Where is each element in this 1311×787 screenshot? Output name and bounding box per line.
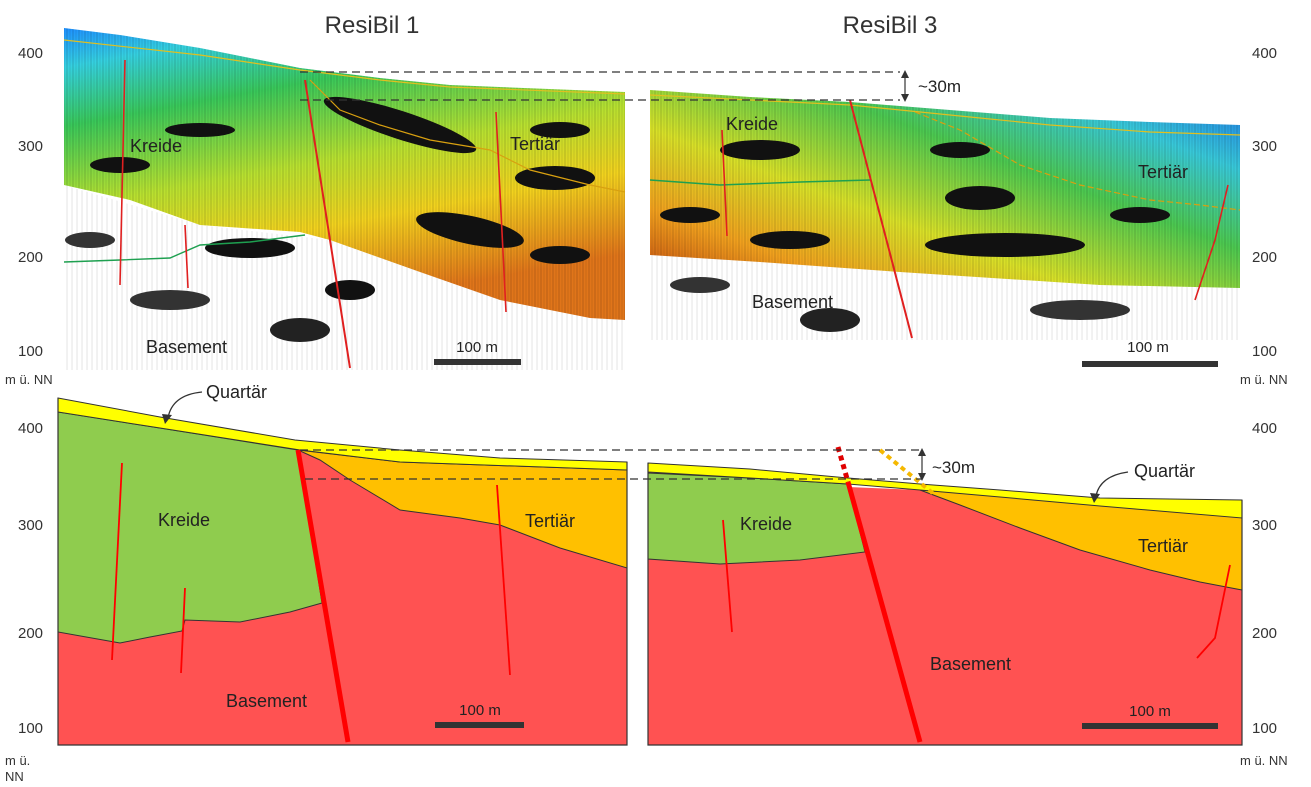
- seismic-offset-marker: ~30m: [300, 70, 961, 102]
- seismic-right-label-tertiar: Tertiär: [1138, 162, 1188, 182]
- geology-axis-unit-right: m ü. NN: [1240, 753, 1288, 768]
- seismic-left-top-horizon: [63, 39, 626, 95]
- geology-right-fault-dashed-red: [835, 446, 851, 483]
- seismic-left-reflectors: [65, 96, 595, 342]
- geology-panel-left: Kreide Tertiär Basement 100 m Quartär: [57, 382, 628, 746]
- seismic-right-fault-1: [721, 129, 728, 237]
- geology-y-axis-left: 400 300 200 100 m ü. NN: [5, 420, 43, 784]
- geology-axis-unit-left-2: NN: [5, 769, 24, 784]
- seismic-right-scale-label: 100 m: [1127, 339, 1169, 356]
- seismic-title-left: ResiBil 1: [325, 12, 420, 39]
- geology-right-label-quartar: Quartär: [1134, 461, 1195, 481]
- seismic-left-basement-area: [64, 185, 625, 370]
- seismic-left-scale-label: 100 m: [456, 339, 498, 356]
- seismic-y-axis-left: 400 300 200 100 m ü. NN: [5, 45, 53, 387]
- geology-left-scale-label: 100 m: [459, 702, 501, 719]
- geology-right-fault-dashed-orange: [878, 448, 937, 497]
- geology-right-label-basement: Basement: [930, 654, 1011, 674]
- seismic-tick-400-right: 400: [1252, 45, 1277, 62]
- geology-right-scale-bar: [1082, 723, 1218, 729]
- seismic-left-label-basement: Basement: [146, 337, 227, 357]
- geology-tick-100-right: 100: [1252, 720, 1277, 737]
- geology-tick-200-right: 200: [1252, 625, 1277, 642]
- seismic-right-reflectors: [660, 140, 1170, 332]
- seismic-left-fault-2: [184, 224, 189, 289]
- geology-left-fault-2: [180, 587, 186, 674]
- geology-tick-100-left: 100: [18, 720, 43, 737]
- geology-right-fault-2: [1196, 564, 1231, 659]
- seismic-tick-100-left: 100: [18, 343, 43, 360]
- geology-y-axis-right: 400 300 200 100 m ü. NN: [1240, 420, 1288, 768]
- seismic-tick-200-right: 200: [1252, 249, 1277, 266]
- geology-tick-300-right: 300: [1252, 517, 1277, 534]
- seismic-right-label-basement: Basement: [752, 292, 833, 312]
- geology-tick-300-left: 300: [18, 517, 43, 534]
- seismic-left-scale-bar: [434, 359, 521, 365]
- geology-left-fault-main: [295, 449, 351, 743]
- geology-right-scale-label: 100 m: [1129, 703, 1171, 720]
- geology-left-label-tertiar: Tertiär: [525, 511, 575, 531]
- geology-tick-200-left: 200: [18, 625, 43, 642]
- seismic-right-scale-bar: [1082, 361, 1218, 367]
- seismic-right-fault-2: [1194, 184, 1229, 301]
- seismic-right-fault-main: [849, 99, 913, 339]
- geology-offset-label: ~30m: [932, 458, 975, 477]
- geology-right-fault-1: [722, 519, 733, 633]
- seismic-left-label-tertiar: Tertiär: [510, 134, 560, 154]
- seismic-right-green-horizon: [649, 179, 871, 186]
- seismic-panel-left: Kreide Tertiär Basement 100 m: [63, 28, 626, 370]
- geology-left-label-kreide: Kreide: [158, 510, 210, 530]
- geology-right-label-kreide: Kreide: [740, 514, 792, 534]
- geology-left-label-quartar: Quartär: [206, 382, 267, 402]
- seismic-tick-100-right: 100: [1252, 343, 1277, 360]
- seismic-tick-300-right: 300: [1252, 138, 1277, 155]
- geology-offset-marker: ~30m: [300, 448, 975, 481]
- geology-tick-400-right: 400: [1252, 420, 1277, 437]
- seismic-tick-200-left: 200: [18, 249, 43, 266]
- geology-left-quartar-arrow: [167, 391, 203, 419]
- seismic-right-tertiary-horizon: [914, 111, 1241, 211]
- geology-tick-400-left: 400: [18, 420, 43, 437]
- seismic-panel-right: Kreide Tertiär Basement 100 m: [649, 90, 1241, 367]
- geology-left-fault-3: [496, 484, 511, 676]
- seismic-offset-label: ~30m: [918, 77, 961, 96]
- seismic-tick-400-left: 400: [18, 45, 43, 62]
- geology-right-fault-main: [845, 481, 923, 743]
- seismic-left-tertiary-horizon: [309, 79, 626, 193]
- seismic-axis-unit-right: m ü. NN: [1240, 372, 1288, 387]
- seismic-right-label-kreide: Kreide: [726, 114, 778, 134]
- geology-axis-unit-left-1: m ü.: [5, 753, 30, 768]
- seismic-left-green-horizon: [63, 234, 306, 263]
- seismic-left-fault-3: [495, 111, 507, 313]
- seismic-title-right: ResiBil 3: [843, 12, 938, 39]
- geology-panel-right: Kreide Tertiär Basement 100 m Quartär: [647, 446, 1243, 746]
- geology-left-scale-bar: [435, 722, 524, 728]
- geology-right-label-tertiar: Tertiär: [1138, 536, 1188, 556]
- geology-left-fault-1: [111, 462, 123, 661]
- seismic-y-axis-right: 400 300 200 100 m ü. NN: [1240, 45, 1288, 387]
- seismic-left-label-kreide: Kreide: [130, 136, 182, 156]
- seismic-left-fault-1: [119, 59, 126, 286]
- geology-left-label-basement: Basement: [226, 691, 307, 711]
- seismic-axis-unit-left: m ü. NN: [5, 372, 53, 387]
- seismic-left-fault-main: [304, 79, 351, 369]
- seismic-tick-300-left: 300: [18, 138, 43, 155]
- geology-right-quartar-arrow: [1095, 471, 1129, 497]
